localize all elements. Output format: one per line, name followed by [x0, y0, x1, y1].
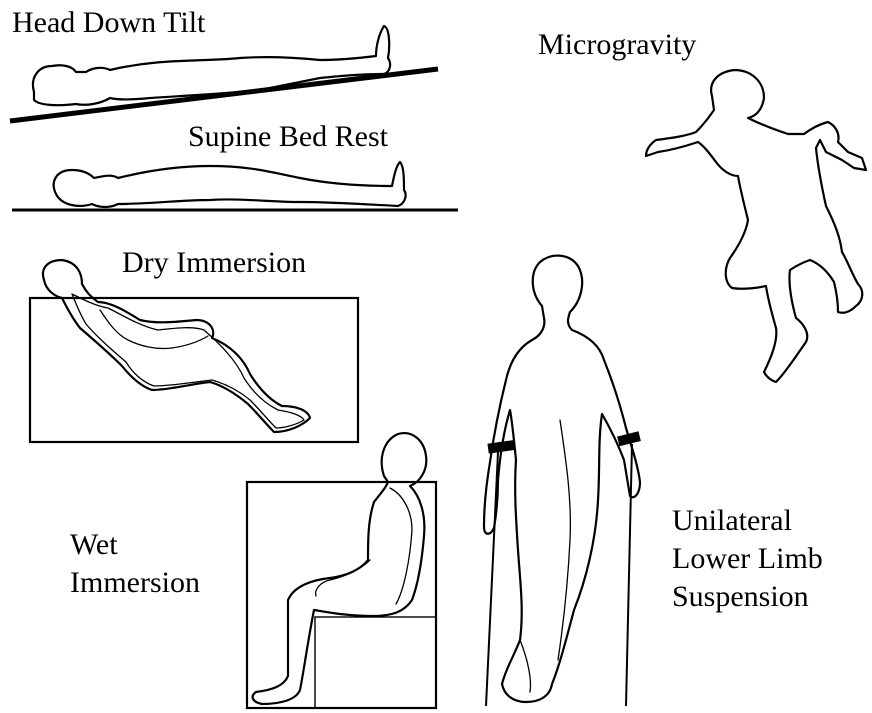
left-crutch — [486, 452, 498, 706]
left-arm-cuff — [487, 440, 514, 454]
tank-seat-block — [315, 617, 436, 708]
ulls-suspended-shoe-line — [520, 640, 531, 692]
dry-immersion-figure — [30, 260, 358, 442]
wet-immersion-figure — [247, 433, 436, 708]
supine-bed-rest-figure — [12, 162, 458, 210]
floating-body-outline — [646, 70, 866, 382]
ulls-leg-line — [558, 420, 570, 660]
tilted-body-outline — [33, 26, 390, 105]
supine-body-outline — [54, 162, 406, 207]
tilt-board — [10, 69, 438, 121]
dry-immersion-body-outline — [43, 260, 310, 432]
dry-immersion-film-outline — [72, 294, 304, 428]
right-arm-cuff — [617, 431, 641, 446]
head-down-tilt-figure — [10, 26, 438, 121]
water-tank — [247, 482, 436, 708]
seated-body-outline — [253, 433, 427, 704]
microgravity-figure — [646, 70, 866, 382]
wet-immersion-torso-line — [390, 488, 412, 604]
ulls-figure — [484, 256, 641, 706]
